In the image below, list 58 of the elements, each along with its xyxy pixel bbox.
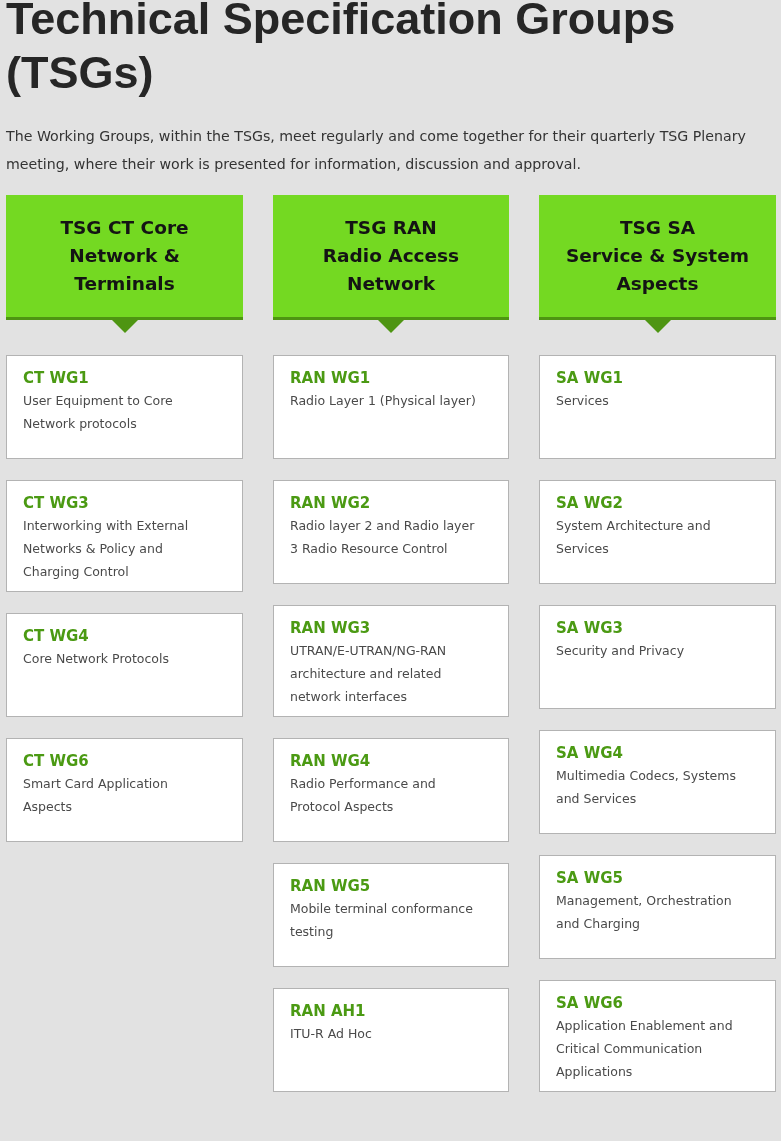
group-name: SA WG3 [556, 618, 623, 639]
working-group-card [273, 480, 509, 584]
working-group-card [539, 730, 776, 834]
group-description: ITU-R Ad Hoc [290, 1025, 373, 1043]
working-group-card [273, 988, 509, 1092]
group-description: Services [556, 392, 610, 410]
group-description: System Architecture and Services [556, 517, 712, 558]
working-group-card [273, 863, 509, 967]
working-group-card [6, 480, 243, 592]
group-description: Interworking with External Networks & Policy and Charging Control [23, 517, 190, 581]
group-description: Management, Orchestration and Charging [556, 892, 733, 933]
group-name: RAN WG1 [290, 368, 371, 389]
working-group-card [539, 980, 776, 1092]
group-description: Core Network Protocols [23, 650, 170, 668]
group-name: SA WG2 [556, 493, 623, 514]
group-description: User Equipment to Core Network protocols [23, 392, 174, 433]
group-name: RAN WG3 [290, 618, 371, 639]
working-group-card [539, 480, 776, 584]
group-name: RAN WG5 [290, 876, 371, 897]
working-group-card [6, 355, 243, 459]
header-title: TSG RAN [345, 216, 437, 240]
page-title: Technical Specification Groups (TSGs) [6, 0, 677, 100]
working-group-card [539, 855, 776, 959]
working-group-card [6, 738, 243, 842]
group-header [539, 195, 776, 320]
working-group-card [539, 605, 776, 709]
group-description: Application Enablement and Critical Communication Applications [556, 1017, 734, 1081]
group-name: CT WG6 [23, 751, 89, 772]
group-name: SA WG1 [556, 368, 623, 389]
intro-paragraph: The Working Groups, within the TSGs, meet regularly and come together for their quarterly TSG Plenary meeting, where their work is presented for information, discussion and approval. [6, 127, 747, 174]
header-title: TSG CT Core Network & Terminals [59, 216, 190, 296]
group-description: Mobile terminal conformance testing [290, 900, 474, 941]
group-description: Radio layer 2 and Radio layer 3 Radio Resource Control [290, 517, 476, 558]
working-group-card [273, 355, 509, 459]
header-title: TSG SA [619, 216, 696, 240]
group-description: Multimedia Codecs, Systems and Services [556, 767, 737, 808]
group-name: RAN WG4 [290, 751, 371, 772]
group-description: Radio Performance and Protocol Aspects [290, 775, 437, 816]
group-name: SA WG5 [556, 868, 623, 889]
header-title: Radio Access Network [321, 244, 461, 296]
group-name: CT WG4 [23, 626, 89, 647]
working-group-card [273, 605, 509, 717]
group-description: Security and Privacy [556, 642, 686, 660]
group-name: RAN AH1 [290, 1001, 366, 1022]
group-name: SA WG6 [556, 993, 623, 1014]
group-description: UTRAN/E-UTRAN/NG-RAN architecture and related network interfaces [290, 642, 448, 706]
group-name: CT WG3 [23, 493, 89, 514]
working-group-card [273, 738, 509, 842]
group-description: Radio Layer 1 (Physical layer) [290, 392, 477, 410]
working-group-card [539, 355, 776, 459]
group-description: Smart Card Application Aspects [23, 775, 169, 816]
group-name: RAN WG2 [290, 493, 371, 514]
group-header [6, 195, 243, 320]
group-header [273, 195, 509, 320]
group-name: CT WG1 [23, 368, 89, 389]
working-group-card [6, 613, 243, 717]
header-title: Service & System Aspects [565, 244, 750, 296]
group-name: SA WG4 [556, 743, 623, 764]
